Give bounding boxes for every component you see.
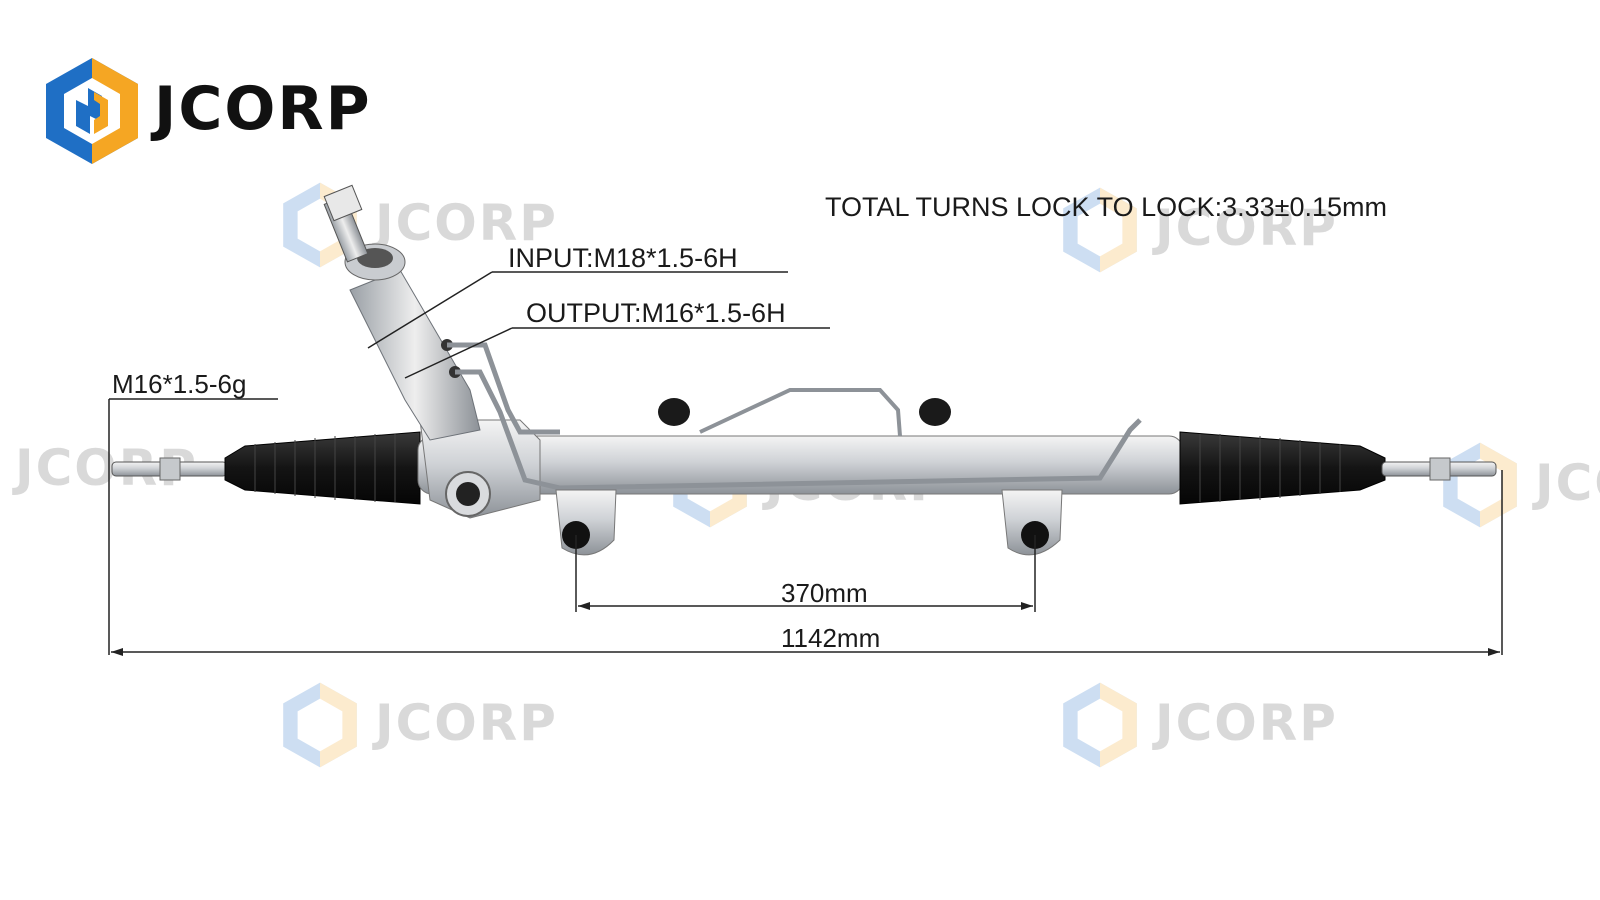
hydraulic-line: [699, 388, 902, 437]
steering-rack-icon: [111, 184, 1497, 556]
hydraulic-line: [447, 342, 560, 435]
input-leader: [367, 271, 493, 349]
left-tie-rod-nut: [159, 457, 181, 481]
output-leader: [404, 327, 513, 379]
brand-logo: JCORP: [42, 56, 402, 166]
tie-rod-thread-label: M16*1.5-6g: [112, 369, 247, 399]
mounting-lug-left: [555, 489, 617, 556]
mounting-dimension-line: [578, 602, 1033, 610]
hydraulic-line: [455, 369, 1142, 491]
jcorp-hexagon-logo-icon: [46, 58, 138, 164]
left-boot: [224, 431, 421, 505]
pinion-housing: [349, 269, 481, 441]
output-thread-label: OUTPUT:M16*1.5-6H: [526, 298, 786, 328]
input-thread-label: INPUT:M18*1.5-6H: [508, 243, 738, 273]
right-boot: [1179, 431, 1386, 505]
overall-length-label: 1142mm: [781, 623, 881, 653]
mounting-lug-right: [1001, 489, 1063, 556]
overall-dimension-line: [111, 648, 1500, 656]
mounting-spacing-label: 370mm: [781, 578, 868, 608]
brand-name: JCORP: [154, 74, 372, 144]
total-turns-label: TOTAL TURNS LOCK TO LOCK:3.33±0.15mm: [825, 192, 1388, 222]
right-tie-rod-nut: [1429, 457, 1451, 481]
